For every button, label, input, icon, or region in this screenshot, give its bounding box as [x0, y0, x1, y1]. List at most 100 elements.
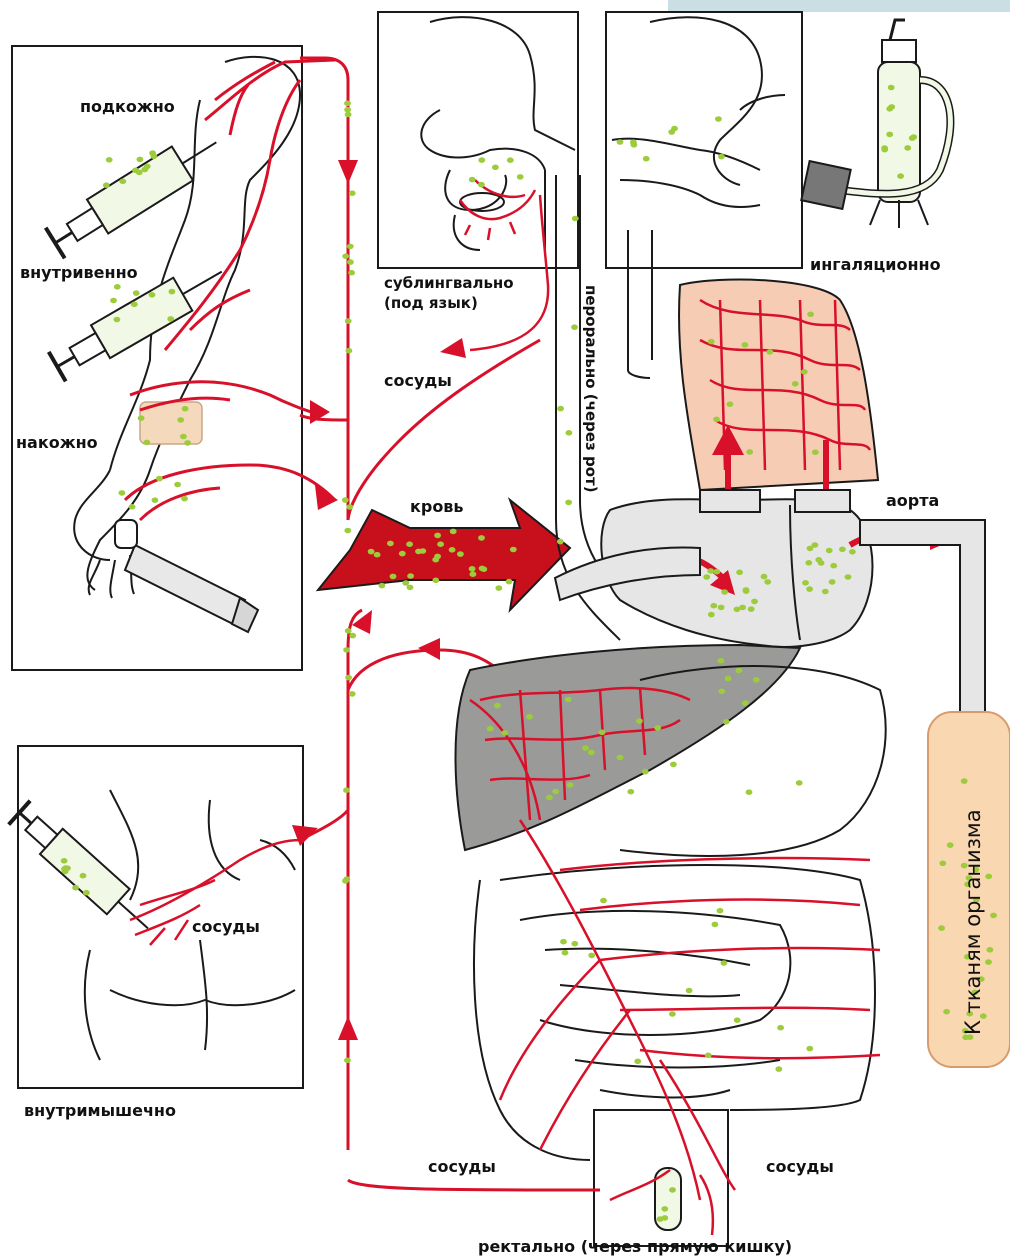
drug-particle	[643, 156, 650, 162]
drug-particle	[506, 579, 513, 585]
drug-particle	[792, 381, 799, 387]
drug-particle	[344, 528, 351, 534]
drug-particle	[829, 579, 836, 585]
drug-particle	[478, 535, 485, 541]
drug-particle	[437, 541, 444, 547]
drug-particle	[718, 689, 725, 695]
drug-particle	[599, 730, 606, 736]
drug-particle	[746, 449, 753, 455]
drug-particle	[495, 585, 502, 591]
drug-particle	[344, 1058, 351, 1064]
intestine-vessels	[500, 820, 880, 1200]
drug-particle	[897, 173, 904, 179]
drug-particle	[753, 677, 760, 683]
drug-particle	[766, 349, 773, 355]
drug-particle	[686, 988, 693, 994]
drug-particle	[152, 497, 159, 503]
drug-particle	[149, 292, 156, 298]
drug-particle	[184, 440, 191, 446]
drug-particle	[347, 244, 354, 250]
drug-particle	[182, 406, 189, 412]
drug-particle	[546, 795, 553, 801]
drug-particle	[634, 1059, 641, 1065]
drug-particle	[402, 580, 409, 586]
drug-particle	[888, 85, 895, 91]
drug-particle	[723, 719, 730, 725]
gas-cylinder	[801, 20, 950, 228]
drug-particle	[137, 157, 144, 163]
drug-particle	[560, 939, 567, 945]
drug-particle	[72, 885, 79, 891]
drug-particle	[457, 551, 464, 557]
vessels-label-rectal-left: сосуды	[428, 1157, 496, 1176]
drug-particle	[345, 628, 352, 634]
drug-particle	[562, 950, 569, 956]
drug-particle	[985, 874, 992, 880]
drug-particle	[812, 449, 819, 455]
drug-particle	[734, 1017, 741, 1023]
drug-particle	[507, 157, 514, 163]
blood-arrow	[318, 500, 570, 610]
drug-particle	[721, 960, 728, 966]
drug-particle	[110, 298, 117, 304]
drug-particle	[727, 401, 734, 407]
vessels-label-rectal-right: сосуды	[766, 1157, 834, 1176]
drug-particle	[736, 668, 743, 674]
drug-particle	[346, 348, 353, 354]
drug-particle	[349, 190, 356, 196]
route-inhalation-label: ингаляционно	[810, 255, 941, 274]
buttocks-illustration	[85, 790, 295, 1060]
drug-particle	[103, 182, 110, 188]
drug-particle	[806, 1046, 813, 1052]
drug-particle	[886, 132, 893, 138]
drug-particle	[399, 551, 406, 557]
drug-particle	[347, 259, 354, 265]
drug-particle	[349, 691, 356, 697]
drug-particle	[177, 417, 184, 423]
drug-particle	[746, 789, 753, 795]
drug-particle	[636, 718, 643, 724]
drug-particle	[707, 568, 714, 574]
drug-particle	[141, 167, 148, 173]
drug-particle	[669, 1011, 676, 1017]
drug-particle	[718, 154, 725, 160]
drug-particle	[387, 541, 394, 547]
drug-particle	[742, 700, 749, 706]
drug-particle	[571, 941, 578, 947]
drug-particle	[344, 107, 351, 113]
drug-particle	[661, 1206, 668, 1212]
drug-particle	[501, 730, 508, 736]
drug-particle	[630, 139, 637, 145]
central-vessel-arrow-up	[338, 1016, 358, 1040]
drug-particle	[552, 789, 559, 795]
drug-particle	[830, 563, 837, 569]
drug-particle	[801, 369, 808, 375]
drug-particle	[343, 647, 350, 653]
drug-particle	[845, 574, 852, 580]
blood-label: кровь	[410, 497, 464, 516]
drug-particle	[904, 145, 911, 151]
drug-particle	[450, 529, 457, 535]
drug-particle	[761, 574, 768, 580]
route-subcutaneous-label: подкожно	[80, 97, 175, 116]
drug-particle	[526, 714, 533, 720]
vessel-arrow-liver	[418, 638, 440, 660]
drug-particle	[470, 571, 477, 577]
drug-particle	[818, 560, 825, 566]
drug-particle	[492, 165, 499, 171]
drug-particle	[617, 139, 624, 145]
ointment-tube	[115, 520, 258, 632]
drug-particle	[143, 440, 150, 446]
drug-particle	[567, 782, 574, 788]
drug-particle	[588, 750, 595, 756]
drug-particle	[839, 547, 846, 553]
drug-particle	[571, 324, 578, 330]
drug-particle	[743, 588, 750, 594]
drug-particle	[434, 533, 441, 539]
syringe-subcutaneous	[45, 125, 227, 260]
sublingual-panel	[378, 12, 578, 268]
drug-particle	[796, 780, 803, 786]
drug-particle	[627, 789, 634, 795]
drug-particle	[494, 703, 501, 709]
drug-particle	[805, 560, 812, 566]
